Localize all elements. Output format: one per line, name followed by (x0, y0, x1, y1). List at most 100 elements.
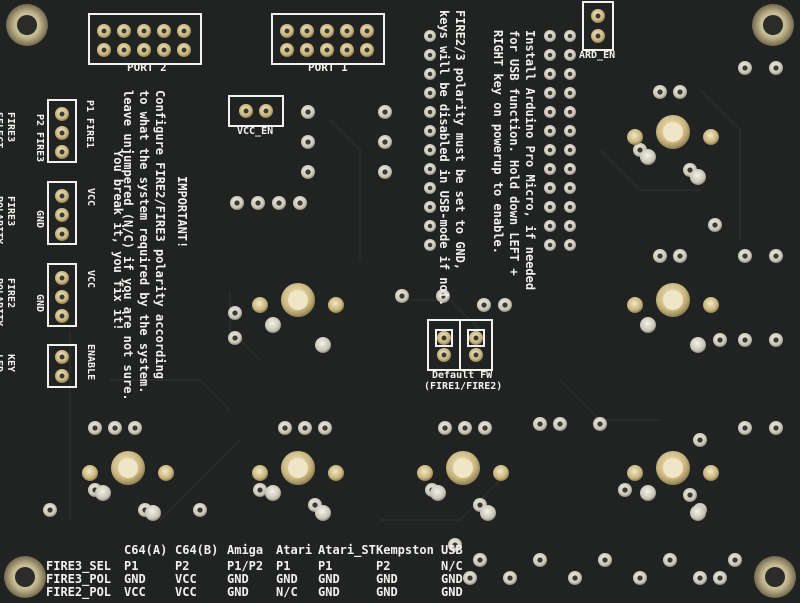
keyswitch-center-hole (453, 458, 473, 478)
fire3-polarity-pin-hole (59, 212, 65, 218)
keyswitch-post (627, 129, 643, 145)
component-pad-hole (482, 425, 488, 431)
component-pad-hole (276, 200, 282, 206)
component-pad-hole (477, 557, 483, 563)
port1-pin-hole (284, 28, 290, 34)
arduino-note: Install Arduino Pro Micro, if needed for… (491, 30, 537, 291)
component-pad-hole (667, 557, 673, 563)
component-pad-hole (442, 425, 448, 431)
fire3-polarity-pin-hole (59, 193, 65, 199)
component-pad-hole (773, 253, 779, 259)
component-pad-hole (399, 293, 405, 299)
keyswitch-post (493, 465, 509, 481)
keyswitch-pin (315, 505, 331, 521)
keyswitch-center-hole (663, 122, 683, 142)
component-pad-hole (257, 487, 263, 493)
arduino-pad-hole (567, 204, 573, 210)
arduino-pad-hole (427, 166, 433, 172)
arduino-pad-hole (427, 33, 433, 39)
component-pad-hole (322, 425, 328, 431)
gnd-label-1: GND (34, 210, 45, 229)
fire3-select-pin-hole (59, 111, 65, 117)
component-pad-hole (687, 492, 693, 498)
keyswitch-post (703, 129, 719, 145)
component-pad-hole (557, 421, 563, 427)
component-pad-hole (622, 487, 628, 493)
arduino-pad-hole (547, 33, 553, 39)
arduino-pad-hole (427, 128, 433, 134)
component-pad-hole (537, 557, 543, 563)
component-pad-hole (312, 502, 318, 508)
cell: P2 (175, 559, 190, 573)
component-pad-hole (597, 421, 603, 427)
component-pad-hole (302, 425, 308, 431)
component-pad-hole (677, 89, 683, 95)
component-pad-hole (112, 425, 118, 431)
cell: P2 (376, 559, 391, 573)
arduino-pad-hole (567, 90, 573, 96)
component-pad-hole (773, 337, 779, 343)
port1-pin-hole (344, 47, 350, 53)
component-pad-hole (234, 200, 240, 206)
port2-pin-hole (121, 28, 127, 34)
arduino-pad-hole (567, 147, 573, 153)
break-it-note: You break it, you fix it! (111, 150, 125, 331)
component-pad-hole (742, 337, 748, 343)
component-pad-hole (47, 507, 53, 513)
port2-pin-hole (141, 47, 147, 53)
component-pad-hole (637, 575, 643, 581)
cell: GND (441, 572, 463, 586)
col-header: C64(A) (124, 543, 168, 557)
vcc-label-1: VCC (85, 188, 96, 207)
important-body: Configure FIRE2/FIRE3 polarity according… (121, 90, 167, 401)
mounting-holes (4, 4, 796, 598)
keyswitch-post (252, 465, 268, 481)
default-fw-pin-hole (441, 352, 447, 358)
fire3-select-pin-hole (59, 130, 65, 136)
keyswitch-pin (145, 505, 161, 521)
port2-pin-hole (161, 28, 167, 34)
port2-pin-hole (141, 28, 147, 34)
arduino-pad-hole (567, 52, 573, 58)
ard-en-label: ARD_EN (579, 50, 616, 61)
arduino-pad-hole (427, 147, 433, 153)
vcc-en-label: VCC_EN (237, 126, 274, 137)
cell: GND (441, 585, 463, 599)
cell: P1/P2 (227, 559, 264, 573)
keyswitch-pin (640, 149, 656, 165)
keyswitch-pin (640, 485, 656, 501)
component-pad-hole (132, 425, 138, 431)
component-pad-hole (305, 139, 311, 145)
cell: GND (227, 585, 249, 599)
component-pad-hole (477, 502, 483, 508)
cell: N/C (276, 585, 298, 599)
cell: GND (318, 572, 340, 586)
arduino-pad-hole (547, 147, 553, 153)
keyswitch-post (627, 465, 643, 481)
arduino-pad-hole (567, 109, 573, 115)
port1-pin-hole (364, 47, 370, 53)
col-header: C64(B) (175, 543, 219, 557)
default-fw-pin-hole (441, 335, 447, 341)
cell: N/C (441, 559, 463, 573)
keyswitch-post (328, 297, 344, 313)
arduino-pad-hole (427, 223, 433, 229)
default-fw-pin-hole (473, 352, 479, 358)
component-pad-hole (742, 65, 748, 71)
keyswitch-post (252, 297, 268, 313)
port2-pin-hole (181, 47, 187, 53)
component-pad-hole (677, 253, 683, 259)
component-pad-hole (687, 167, 693, 173)
gnd-label-2: GND (34, 294, 45, 313)
port1-pin-hole (304, 28, 310, 34)
component-pad-hole (773, 425, 779, 431)
port2-pin-hole (101, 28, 107, 34)
arduino-pad-hole (567, 242, 573, 248)
port1-label: PORT 1 (308, 61, 348, 74)
keyswitch-post (703, 465, 719, 481)
component-pad-hole (502, 302, 508, 308)
keyswitch-post (158, 465, 174, 481)
vcc-en-pin-hole (263, 108, 269, 114)
fire3-polarity-label: FIRE3 POLARITY (0, 196, 16, 245)
default-fw-label: Default FW (432, 370, 493, 381)
